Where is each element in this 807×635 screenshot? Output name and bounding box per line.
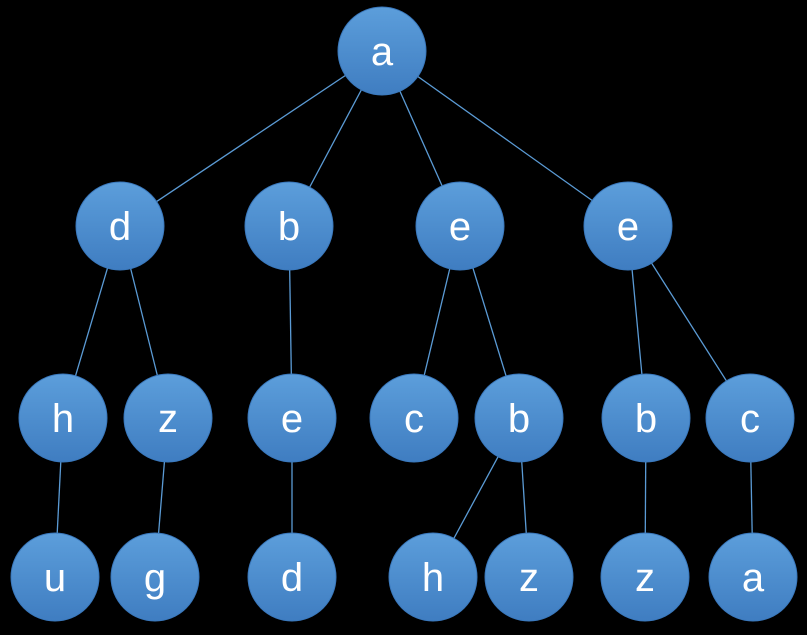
tree-node[interactable]: c [705, 373, 795, 463]
node-circle [247, 532, 337, 622]
node-circle [705, 373, 795, 463]
node-circle [600, 532, 690, 622]
node-circle [10, 532, 100, 622]
tree-node[interactable]: a [708, 532, 798, 622]
node-circle [123, 373, 213, 463]
tree-edge-n0-n1 [119, 50, 383, 227]
tree-node[interactable]: c [369, 373, 459, 463]
tree-node[interactable]: e [583, 181, 673, 271]
tree-node[interactable]: d [247, 532, 337, 622]
tree-node[interactable]: b [474, 373, 564, 463]
node-circle [244, 181, 334, 271]
tree-node[interactable]: u [10, 532, 100, 622]
tree-node[interactable]: b [601, 373, 691, 463]
node-circle [388, 532, 478, 622]
tree-node[interactable]: g [110, 532, 200, 622]
tree-edge-n0-n4 [381, 50, 629, 227]
tree-node[interactable]: h [18, 373, 108, 463]
node-circle [708, 532, 798, 622]
node-circle [484, 532, 574, 622]
tree-node[interactable]: z [484, 532, 574, 622]
node-circle [75, 181, 165, 271]
node-circle [583, 181, 673, 271]
node-circle [601, 373, 691, 463]
tree-node[interactable]: a [337, 6, 427, 96]
node-circle [110, 532, 200, 622]
tree-node[interactable]: h [388, 532, 478, 622]
node-circle [18, 373, 108, 463]
tree-node[interactable]: z [123, 373, 213, 463]
edges-layer [54, 50, 754, 578]
tree-node[interactable]: b [244, 181, 334, 271]
node-circle [415, 181, 505, 271]
tree-node[interactable]: d [75, 181, 165, 271]
node-circle [247, 373, 337, 463]
node-circle [337, 6, 427, 96]
node-circle [474, 373, 564, 463]
tree-node[interactable]: z [600, 532, 690, 622]
tree-node[interactable]: e [415, 181, 505, 271]
tree-node[interactable]: e [247, 373, 337, 463]
node-circle [369, 373, 459, 463]
